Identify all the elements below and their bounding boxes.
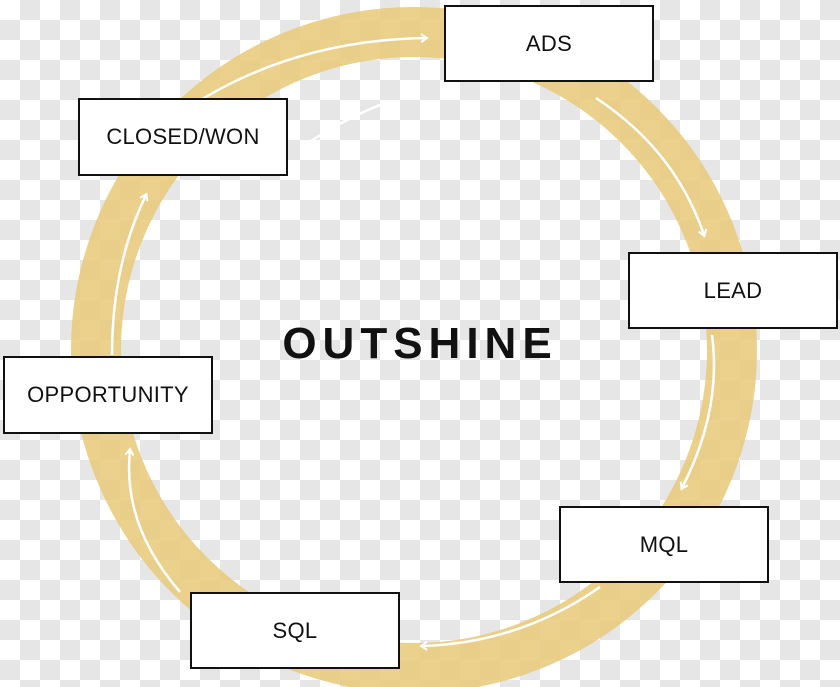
arrow-fade-segment	[299, 101, 386, 150]
arrow-closed-to-ads	[184, 33, 429, 112]
stage-label-lead: LEAD	[703, 277, 763, 303]
stage-label-mql: MQL	[639, 531, 689, 557]
stage-box-ads: ADS	[444, 5, 654, 82]
stage-box-mql: MQL	[559, 506, 769, 583]
gold-ring	[71, 7, 757, 687]
stage-label-closed-won: CLOSED/WON	[106, 124, 260, 149]
stage-box-closed-won: CLOSED/WON	[78, 98, 288, 176]
arrow-mql-to-sql	[419, 585, 601, 651]
stage-label-sql: SQL	[272, 617, 318, 643]
arrow-ads-to-lead	[595, 96, 708, 238]
stage-label-ads: ADS	[525, 30, 573, 56]
arrow-lead-to-mql	[679, 334, 716, 491]
arrow-sql-to-opportunity	[124, 447, 181, 593]
center-title: OUTSHINE	[282, 319, 558, 368]
stage-box-lead: LEAD	[628, 252, 838, 329]
arrow-opportunity-to-closed	[110, 192, 149, 356]
stage-box-opportunity: OPPORTUNITY	[3, 356, 213, 434]
stage-label-opportunity: OPPORTUNITY	[27, 382, 189, 407]
stage-box-sql: SQL	[190, 592, 400, 669]
